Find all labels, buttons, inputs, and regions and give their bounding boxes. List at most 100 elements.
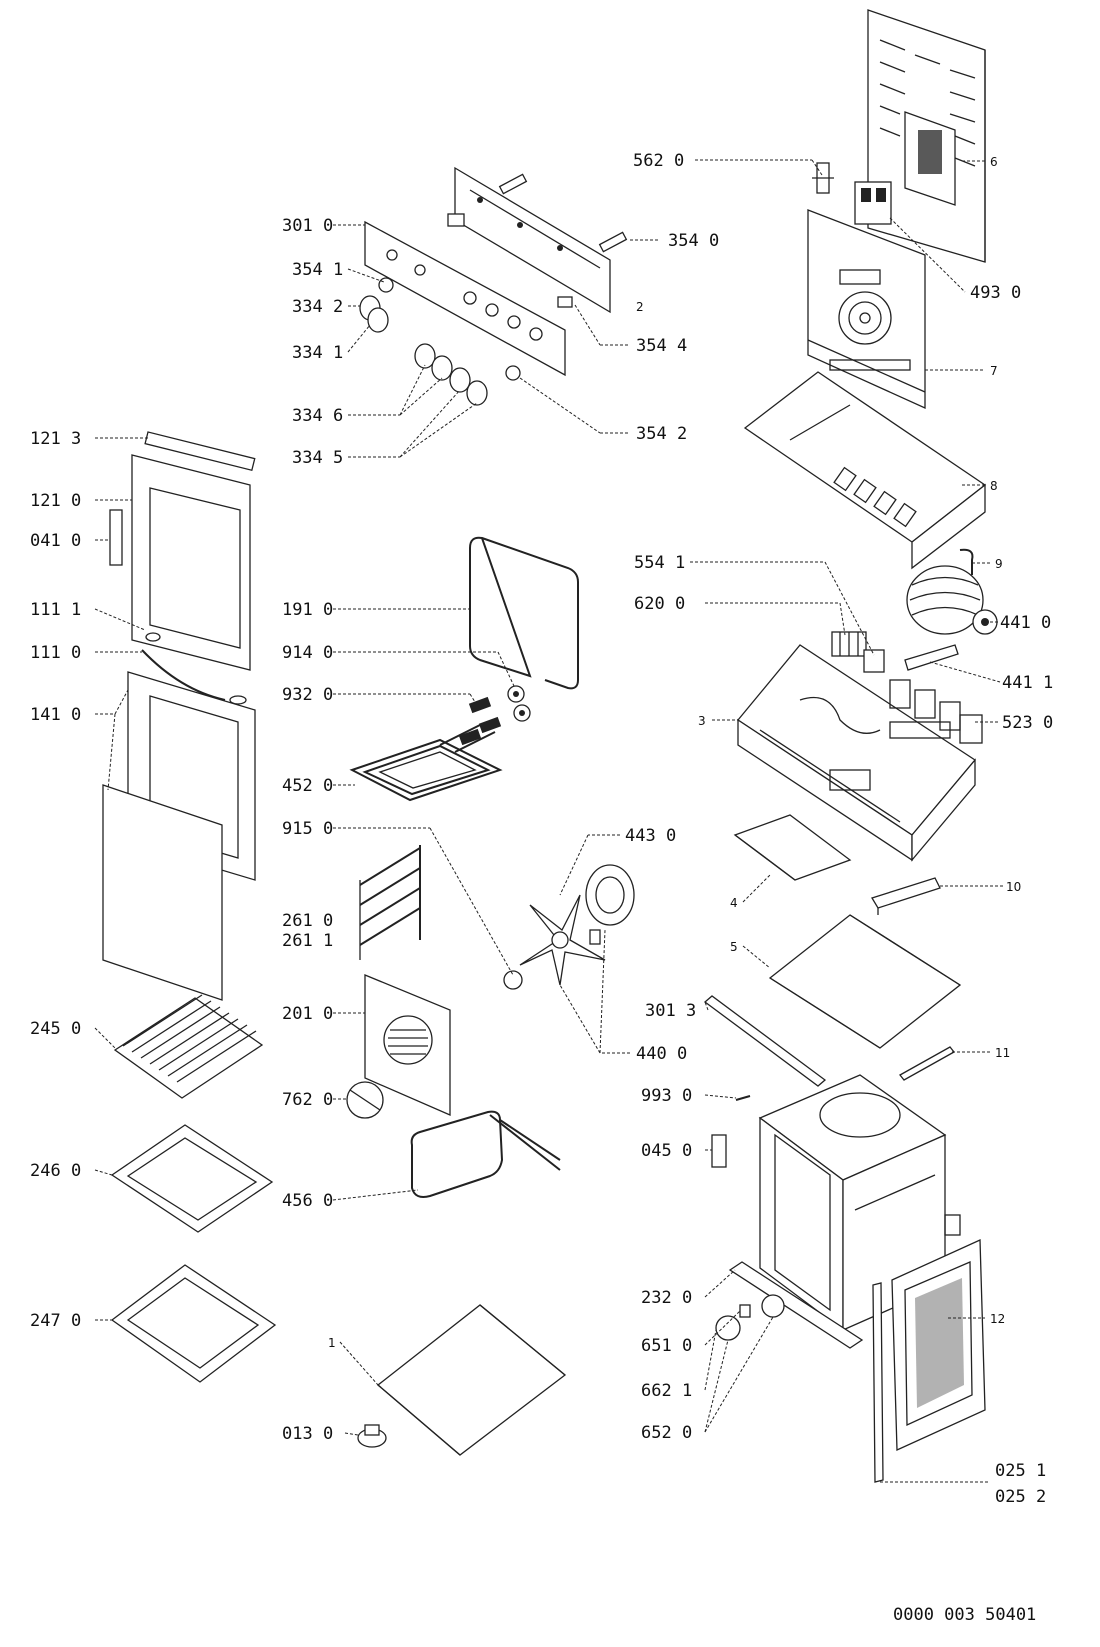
part-relay-4930 bbox=[854, 181, 892, 225]
part-bottom-panel-1 bbox=[376, 1304, 567, 1456]
label-3345: 334 5 bbox=[292, 448, 343, 468]
label-7620: 762 0 bbox=[282, 1090, 333, 1110]
part-bush bbox=[447, 213, 465, 227]
label-1110: 111 0 bbox=[30, 643, 81, 663]
part-rail-025 bbox=[872, 1282, 884, 1483]
label-12: 12 bbox=[990, 1312, 1005, 1326]
label-5541: 554 1 bbox=[634, 553, 685, 573]
label-4520: 452 0 bbox=[282, 776, 333, 796]
part-1111 bbox=[145, 632, 161, 642]
label-9930: 993 0 bbox=[641, 1086, 692, 1106]
label-0251: 025 1 bbox=[995, 1461, 1046, 1481]
label-0252: 025 2 bbox=[995, 1487, 1046, 1507]
part-knob-6510 bbox=[739, 1294, 785, 1318]
part-nut-9150 bbox=[503, 970, 523, 990]
drawing-number: 0000 003 50401 bbox=[893, 1605, 1036, 1625]
part-fan-panel-7 bbox=[807, 209, 926, 410]
part-inner-glass-1410 bbox=[102, 671, 256, 1001]
label-9320: 932 0 bbox=[282, 685, 333, 705]
part-tangential-fan-4410 bbox=[906, 565, 998, 635]
label-1: 1 bbox=[328, 1336, 336, 1350]
part-top-cover-8 bbox=[743, 371, 987, 570]
part-seal-1910 bbox=[469, 536, 579, 690]
part-pins-3540 bbox=[498, 173, 628, 253]
label-4560: 456 0 bbox=[282, 1191, 333, 1211]
part-springs-9320 bbox=[458, 696, 502, 746]
label-6510: 651 0 bbox=[641, 1336, 692, 1356]
part-lamp-cover-7620 bbox=[346, 1081, 384, 1119]
label-5620: 562 0 bbox=[633, 151, 684, 171]
part-bush-3541 bbox=[378, 277, 394, 293]
part-bracket-10 bbox=[871, 877, 941, 915]
part-clip-0450 bbox=[711, 1134, 727, 1168]
label-0450: 045 0 bbox=[641, 1141, 692, 1161]
part-knob-6621 bbox=[715, 1315, 741, 1341]
part-hinge bbox=[229, 695, 247, 705]
label-3540: 354 0 bbox=[668, 231, 719, 251]
part-tray-2460 bbox=[110, 1124, 274, 1233]
label-4: 4 bbox=[730, 896, 738, 910]
part-bush-3542 bbox=[505, 365, 521, 381]
label-9150: 915 0 bbox=[282, 819, 333, 839]
label-2460: 246 0 bbox=[30, 1161, 81, 1181]
part-terminal-6200 bbox=[831, 631, 867, 657]
label-2010: 201 0 bbox=[282, 1004, 333, 1024]
part-door-frame-1210 bbox=[109, 431, 256, 671]
label-1210: 121 0 bbox=[30, 491, 81, 511]
label-4410: 441 0 bbox=[1000, 613, 1051, 633]
label-9: 9 bbox=[995, 557, 1003, 571]
part-side-rack-261 bbox=[359, 845, 421, 960]
part-bracket-2 bbox=[454, 166, 611, 314]
label-1111: 111 1 bbox=[30, 600, 81, 620]
label-11: 11 bbox=[995, 1046, 1010, 1060]
label-1213: 121 3 bbox=[30, 429, 81, 449]
part-screw-9930 bbox=[735, 1095, 751, 1101]
label-2610: 261 0 bbox=[282, 911, 333, 931]
part-wire-shelf-2450 bbox=[113, 994, 264, 1099]
label-4430: 443 0 bbox=[625, 826, 676, 846]
label-9140: 914 0 bbox=[282, 643, 333, 663]
label-0410: 041 0 bbox=[30, 531, 81, 551]
part-oven-cavity bbox=[758, 1074, 961, 1332]
label-2450: 245 0 bbox=[30, 1019, 81, 1039]
label-6520: 652 0 bbox=[641, 1423, 692, 1443]
part-screw-3544 bbox=[557, 296, 573, 308]
label-0130: 013 0 bbox=[282, 1424, 333, 1444]
label-3544: 354 4 bbox=[636, 336, 687, 356]
label-6: 6 bbox=[990, 155, 998, 169]
part-rail-2320 bbox=[728, 1261, 864, 1349]
label-3: 3 bbox=[698, 714, 706, 728]
part-rear-panel-6 bbox=[867, 9, 986, 263]
label-3013: 301 3 bbox=[645, 1001, 696, 1021]
part-bottom-panel-5 bbox=[768, 914, 962, 1049]
leader-lines bbox=[94, 159, 1003, 1483]
part-clip-9 bbox=[959, 548, 974, 575]
label-3341: 334 1 bbox=[292, 343, 343, 363]
label-6621: 662 1 bbox=[641, 1381, 692, 1401]
part-labels: 562 0 6 301 0 354 0 354 1 493 0 334 2 2 … bbox=[30, 151, 1053, 1625]
part-grill-element-4520 bbox=[349, 724, 503, 802]
part-panel-4 bbox=[733, 814, 852, 881]
part-clip-5620 bbox=[812, 162, 834, 194]
label-3542: 354 2 bbox=[636, 424, 687, 444]
part-rail-3013 bbox=[703, 995, 827, 1087]
part-fan-cover-2010 bbox=[364, 974, 451, 1116]
label-4411: 441 1 bbox=[1002, 673, 1053, 693]
label-3010: 301 0 bbox=[282, 216, 333, 236]
label-2: 2 bbox=[636, 300, 644, 314]
label-2611: 261 1 bbox=[282, 931, 333, 951]
label-8: 8 bbox=[990, 479, 998, 493]
part-grill-element-4560 bbox=[410, 1110, 561, 1198]
label-5230: 523 0 bbox=[1002, 713, 1053, 733]
label-10: 10 bbox=[1006, 880, 1021, 894]
label-2470: 247 0 bbox=[30, 1311, 81, 1331]
part-door-panel-12 bbox=[891, 1239, 986, 1451]
part-tray-2470 bbox=[110, 1264, 277, 1383]
label-3342: 334 2 bbox=[292, 297, 343, 317]
part-bracket-4411 bbox=[904, 644, 959, 671]
label-3346: 334 6 bbox=[292, 406, 343, 426]
label-4930: 493 0 bbox=[970, 283, 1021, 303]
part-control-frame-3010 bbox=[364, 220, 566, 377]
